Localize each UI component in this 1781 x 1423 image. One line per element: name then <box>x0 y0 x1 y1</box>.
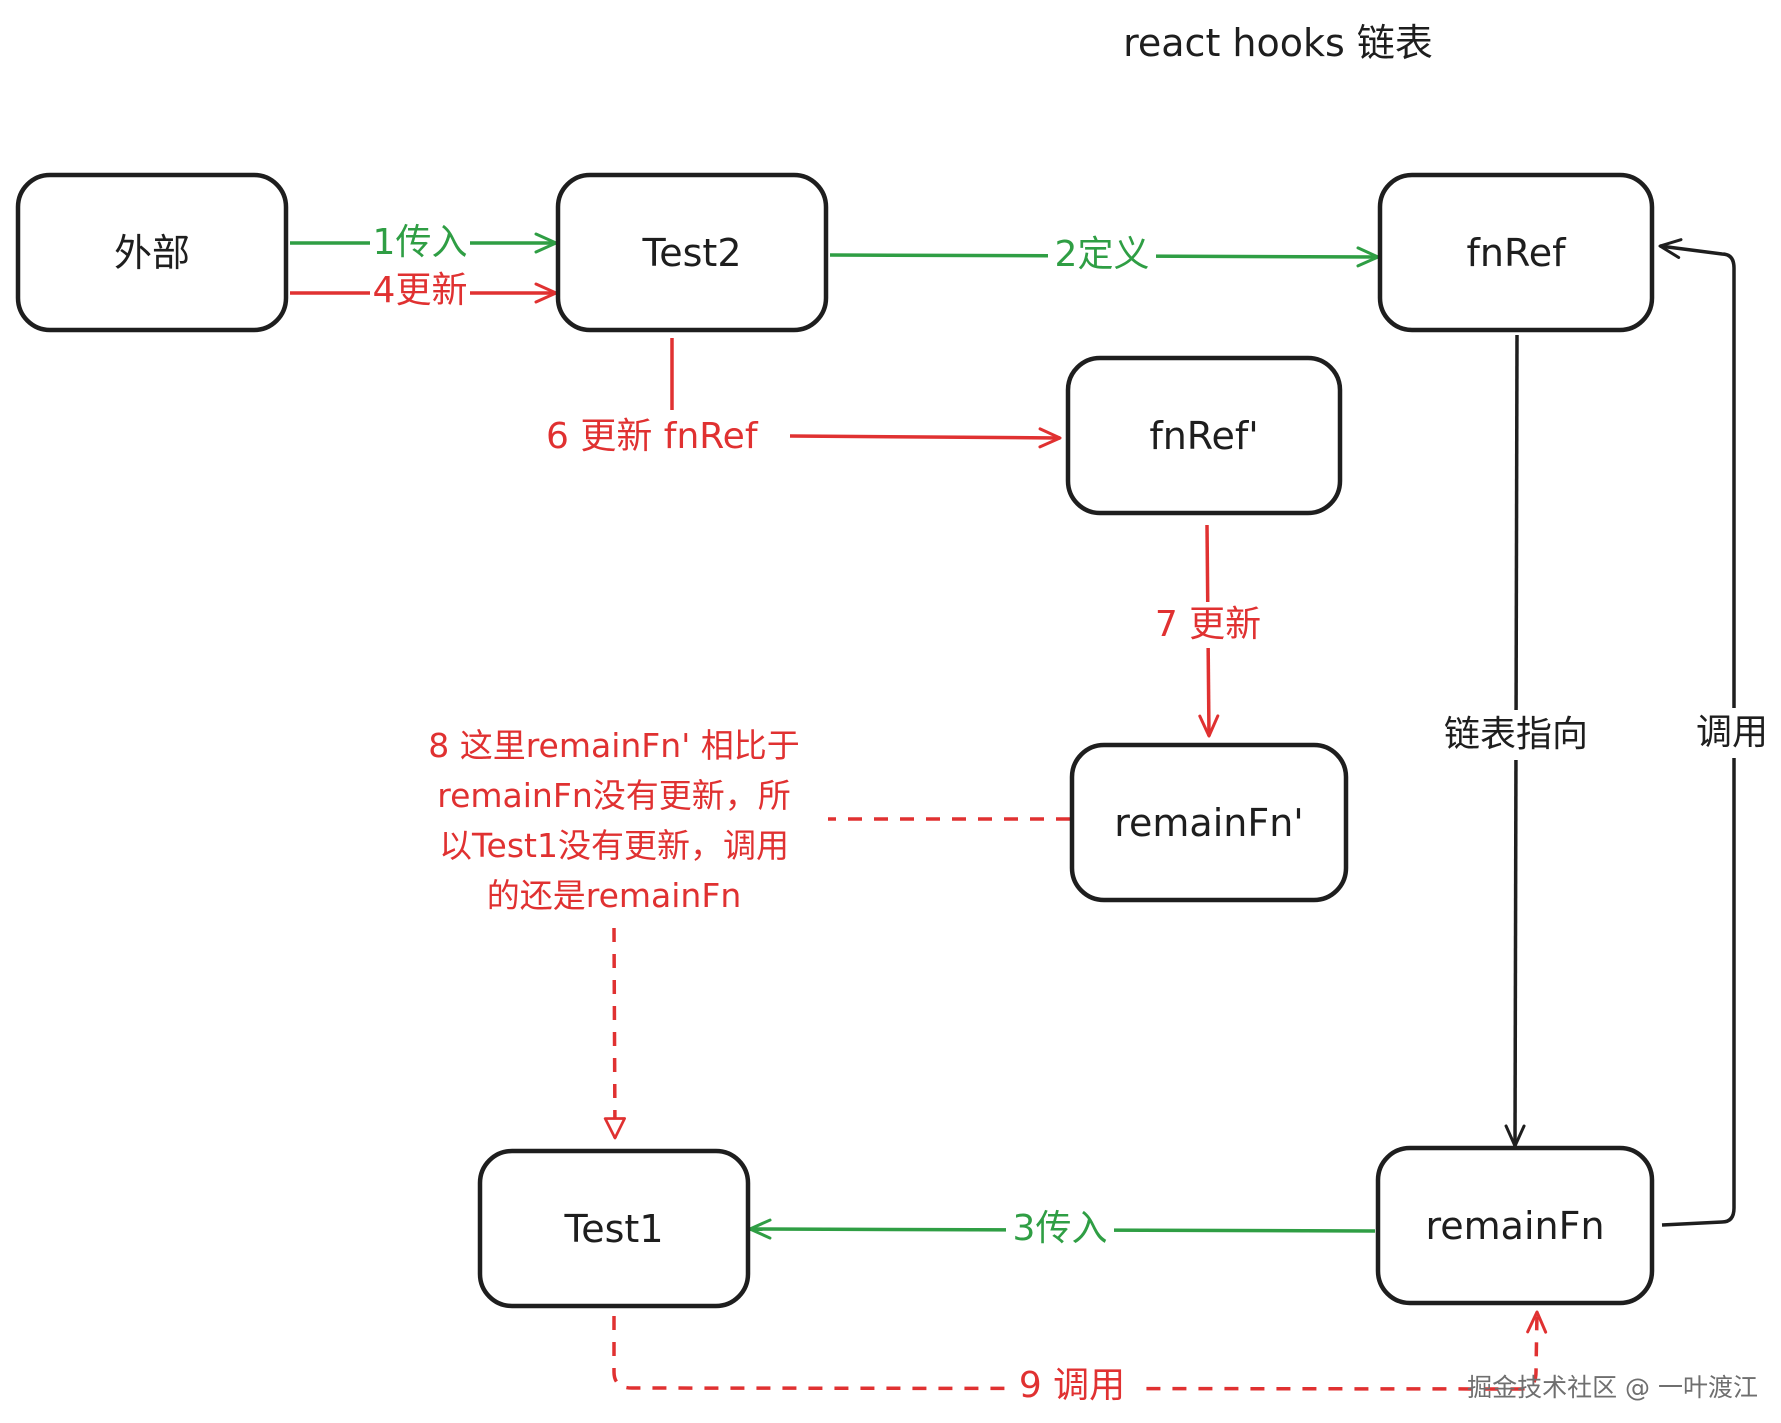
note-line: 的还是remainFn <box>487 876 742 915</box>
edge-label: 调用 <box>1696 712 1768 753</box>
note-8: 8 这里remainFn' 相比于 remainFn没有更新，所 以Test1没… <box>388 720 828 922</box>
node-label: Test2 <box>641 231 741 275</box>
edge-label-bg <box>1140 602 1276 648</box>
edge-4-update: 4更新 <box>290 268 558 312</box>
edge-6-update-fnref: 6 更新 fnRef <box>546 338 1062 457</box>
note-line: 以Test1没有更新，调用 <box>439 826 789 865</box>
edge-label: 2定义 <box>1055 234 1150 275</box>
edge-label-bg <box>1690 708 1781 758</box>
node-fnref-prime[interactable]: fnRef' <box>1065 355 1343 516</box>
node-outside[interactable]: 外部 <box>15 172 289 333</box>
edge-label: 1传入 <box>373 222 468 263</box>
node-test1[interactable]: Test1 <box>477 1148 751 1309</box>
edge-label: 7 更新 <box>1155 604 1261 645</box>
node-label: fnRef' <box>1149 414 1258 458</box>
edge-2-define: 2定义 <box>829 232 1380 278</box>
node-label: 外部 <box>114 231 190 275</box>
edge-label-bg <box>1048 232 1156 278</box>
node-box <box>1377 172 1655 333</box>
node-remainfn[interactable]: remainFn <box>1375 1145 1655 1306</box>
edge-9-call: 9 调用 <box>612 1310 1548 1410</box>
edge-label-bg <box>1006 1206 1114 1252</box>
edge-line-horizontal <box>789 427 1062 449</box>
edge-8-note-to-test1 <box>603 927 627 1140</box>
note-bg <box>388 720 828 922</box>
node-box <box>15 172 289 333</box>
edge-label-bg <box>370 220 470 264</box>
node-test2[interactable]: Test2 <box>555 172 829 333</box>
node-label: remainFn' <box>1114 801 1304 845</box>
diagram-title: react hooks 链表 <box>1123 21 1433 65</box>
edge-label-bg <box>1006 1362 1138 1410</box>
edge-1-pass-in: 1传入 <box>290 220 558 264</box>
edge-line-vertical <box>603 927 627 1140</box>
note-line: 8 这里remainFn' 相比于 <box>428 726 800 765</box>
watermark: 掘金技术社区 @ 一叶渡江 <box>1467 1373 1758 1402</box>
edge-label: 6 更新 fnRef <box>546 416 759 457</box>
edge-label: 链表指向 <box>1444 714 1588 755</box>
node-box <box>1069 742 1349 903</box>
edge-3-pass-in: 3传入 <box>748 1206 1376 1252</box>
edge-label: 9 调用 <box>1019 1365 1125 1406</box>
edge-label: 3传入 <box>1013 1208 1108 1249</box>
edge-label-bg <box>1434 710 1598 760</box>
node-fnref[interactable]: fnRef <box>1377 172 1655 333</box>
edge-7-update: 7 更新 <box>1140 524 1276 738</box>
node-label: remainFn <box>1425 1204 1604 1248</box>
edge-linked-list-pointer: 链表指向 <box>1434 334 1598 1148</box>
node-box <box>1375 1145 1655 1306</box>
node-box <box>477 1148 751 1309</box>
edge-label-bg <box>370 268 470 312</box>
edge-call-loop: 调用 <box>1658 238 1781 1227</box>
node-label: Test1 <box>563 1207 663 1251</box>
node-remainfn-prime[interactable]: remainFn' <box>1069 742 1349 903</box>
node-box <box>555 172 829 333</box>
node-box <box>1065 355 1343 516</box>
node-label: fnRef <box>1467 231 1568 275</box>
note-line: remainFn没有更新，所 <box>437 776 791 815</box>
edge-label: 4更新 <box>373 270 468 311</box>
